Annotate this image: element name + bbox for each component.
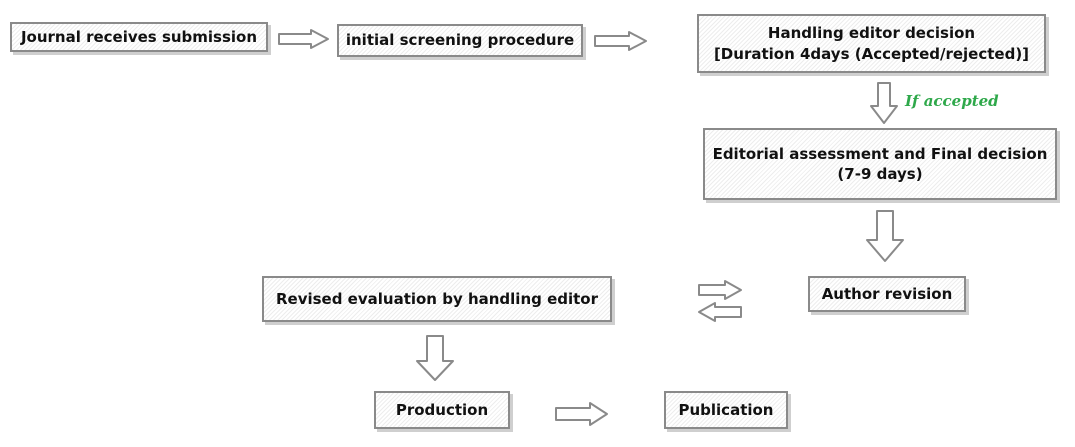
arrow-right-icon bbox=[278, 29, 329, 49]
node-label: Journal receives submission bbox=[20, 27, 258, 46]
node-revised-evaluation: Revised evaluation by handling editor bbox=[262, 276, 612, 322]
node-label-line2: (7-9 days) bbox=[837, 165, 923, 183]
arrow-down-icon bbox=[866, 210, 904, 262]
node-label: initial screening procedure bbox=[345, 31, 575, 50]
node-label: Author revision bbox=[821, 284, 953, 303]
node-production: Production bbox=[374, 391, 510, 429]
node-editorial-assessment: Editorial assessment and Final decision … bbox=[703, 128, 1057, 200]
arrow-right-icon bbox=[594, 31, 647, 51]
node-label-line1: Editorial assessment and Final decision bbox=[712, 144, 1048, 163]
swap-arrows-icon bbox=[698, 280, 742, 322]
node-journal-receives-submission: Journal receives submission bbox=[10, 22, 268, 52]
node-initial-screening: initial screening procedure bbox=[337, 24, 583, 57]
arrow-right-icon bbox=[555, 402, 608, 426]
arrow-down-icon bbox=[870, 82, 898, 124]
node-label-line1: Handling editor decision bbox=[767, 24, 976, 43]
node-publication: Publication bbox=[664, 391, 788, 429]
arrow-down-icon bbox=[416, 335, 454, 381]
node-label-line2: [Duration 4days (Accepted/rejected)] bbox=[713, 44, 1030, 63]
node-label: Publication bbox=[678, 400, 774, 419]
node-handling-editor-decision: Handling editor decision [Duration 4days… bbox=[697, 14, 1046, 73]
node-author-revision: Author revision bbox=[808, 276, 966, 312]
node-label: Revised evaluation by handling editor bbox=[275, 289, 599, 308]
if-accepted-label: If accepted bbox=[905, 92, 999, 110]
node-label: Production bbox=[395, 400, 489, 419]
